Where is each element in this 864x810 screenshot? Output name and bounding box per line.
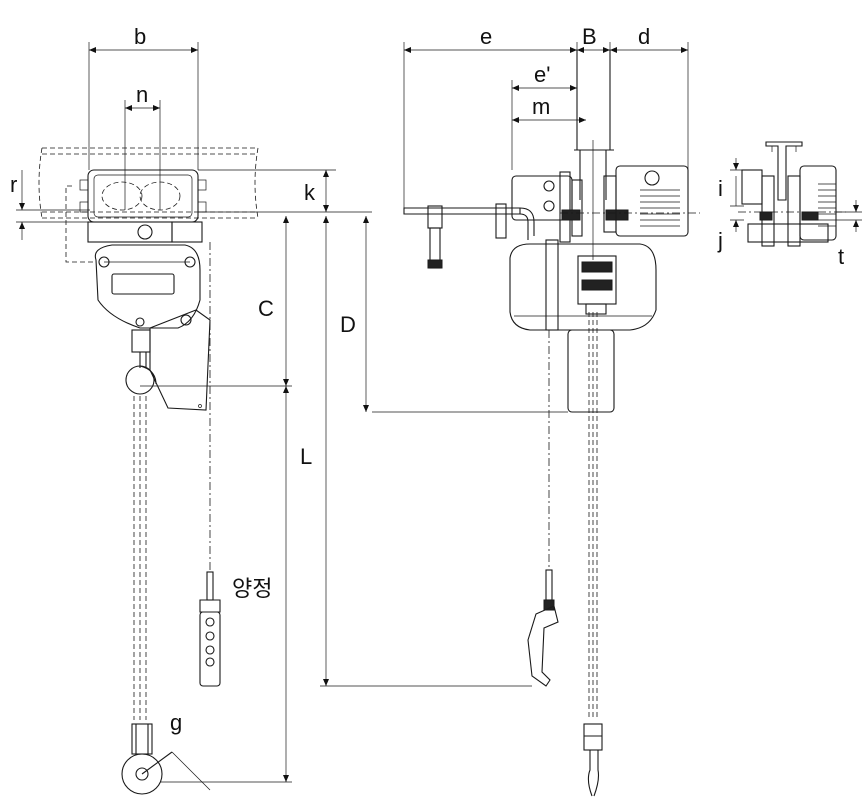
side-view: e B d e' m [300,24,700,797]
label-j: j [717,228,723,253]
label-e: e [480,24,492,49]
label-g: g [170,710,182,735]
label-C: C [258,296,274,321]
label-m: m [532,94,550,119]
label-i: i [718,176,723,201]
label-lift: 양정 [232,577,272,602]
label-D: D [340,312,356,337]
label-k: k [304,180,316,205]
front-view: b n r k C 양정 g [10,24,372,795]
label-B: B [582,24,597,49]
label-L: L [300,444,312,469]
label-e-prime: e' [534,62,550,87]
label-n: n [136,82,148,107]
label-b: b [134,24,146,49]
label-r: r [10,172,17,197]
trolley-detail: i j t [717,141,862,269]
label-d: d [638,24,650,49]
label-t: t [838,244,844,269]
